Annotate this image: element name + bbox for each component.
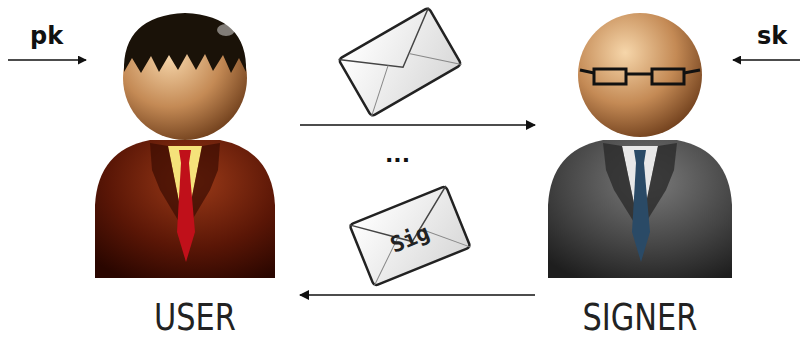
signer-figure	[548, 13, 732, 278]
figure-label: SIGNER	[556, 295, 724, 339]
envelope	[349, 186, 470, 286]
message-arrow	[300, 124, 535, 126]
user-figure	[95, 13, 275, 278]
user-figure-box: USER	[90, 10, 300, 335]
envelope	[338, 7, 461, 116]
message-arrow	[300, 294, 535, 296]
secret-key-label: sk	[757, 22, 787, 50]
figure-label: USER	[111, 295, 279, 339]
public-key-label: pk	[30, 22, 63, 50]
signer-figure-box: SIGNER	[535, 10, 745, 335]
ellipsis-label: ...	[385, 142, 410, 167]
key-arrow	[8, 59, 86, 61]
key-arrow	[733, 59, 800, 61]
